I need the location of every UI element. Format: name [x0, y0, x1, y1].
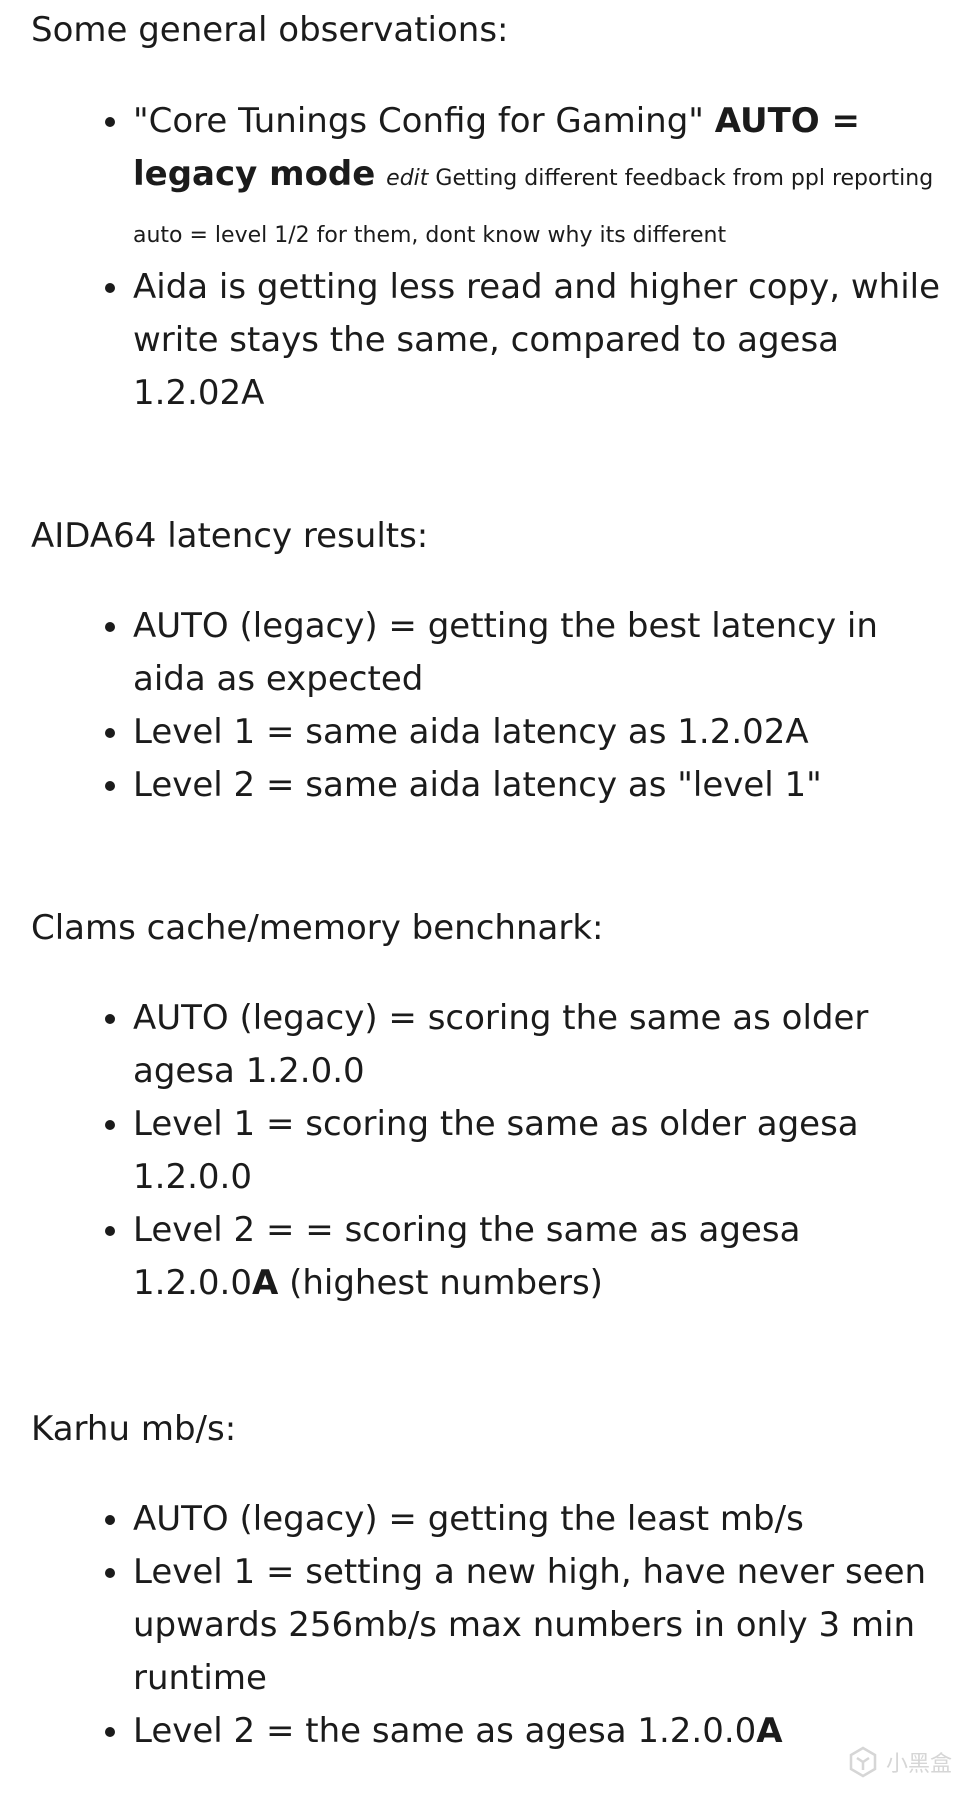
karhu-list: AUTO (legacy) = getting the least mb/s L… [0, 1493, 980, 1758]
section-heading-karhu: Karhu mb/s: [31, 1409, 237, 1449]
list-item: "Core Tunings Config for Gaming" AUTO = … [0, 95, 980, 261]
item-bold-text: A [251, 1263, 279, 1303]
list-item: AUTO (legacy) = getting the least mb/s [0, 1493, 980, 1546]
clams-benchmark-list: AUTO (legacy) = scoring the same as olde… [0, 992, 980, 1310]
item-text: "Core Tunings Config for Gaming" [133, 101, 715, 141]
list-item: AUTO (legacy) = scoring the same as olde… [0, 992, 980, 1098]
item-text: AUTO (legacy) = getting the least mb/s [133, 1499, 804, 1539]
section-heading-clams: Clams cache/memory benchnark: [31, 908, 604, 948]
list-item: Level 1 = scoring the same as older ages… [0, 1098, 980, 1204]
item-text: Aida is getting less read and higher cop… [133, 267, 941, 413]
item-text: Level 1 = setting a new high, have never… [133, 1552, 927, 1698]
item-text: Level 1 = scoring the same as older ages… [133, 1104, 859, 1197]
list-item: Level 2 = the same as agesa 1.2.0.0A [0, 1705, 980, 1758]
item-bold-text: AUTO = [714, 101, 861, 141]
list-item: Level 1 = setting a new high, have never… [0, 1546, 980, 1705]
list-item: Level 2 = same aida latency as "level 1" [0, 759, 980, 812]
item-text: Level 1 = same aida latency as 1.2.02A [133, 712, 809, 752]
list-item: Aida is getting less read and higher cop… [0, 261, 980, 420]
edit-note: Getting different feedback from ppl repo… [428, 166, 934, 191]
section-heading-general: Some general observations: [31, 10, 509, 50]
item-text: AUTO (legacy) = getting the best latency… [133, 606, 878, 699]
item-text: (highest numbers) [278, 1263, 603, 1303]
list-item: AUTO (legacy) = getting the best latency… [0, 600, 980, 706]
item-bold-text: A [756, 1711, 783, 1751]
general-observations-list: "Core Tunings Config for Gaming" AUTO = … [0, 95, 980, 420]
item-text: Level 2 = the same as agesa 1.2.0.0 [133, 1711, 757, 1751]
aida64-latency-list: AUTO (legacy) = getting the best latency… [0, 600, 980, 812]
item-bold-text: legacy mode [133, 154, 376, 194]
edit-note-continued: auto = level 1/2 for them, dont know why… [133, 223, 727, 248]
item-text: Level 2 = = scoring the same as agesa 1.… [133, 1210, 801, 1303]
section-heading-aida64: AIDA64 latency results: [31, 516, 429, 556]
list-item: Level 1 = same aida latency as 1.2.02A [0, 706, 980, 759]
watermark: 小黑盒 [846, 1745, 952, 1779]
list-item: Level 2 = = scoring the same as agesa 1.… [0, 1204, 980, 1310]
heybox-logo-icon [846, 1745, 880, 1779]
item-text: AUTO (legacy) = scoring the same as olde… [133, 998, 869, 1091]
watermark-text: 小黑盒 [885, 1752, 952, 1777]
edit-tag: edit [386, 166, 429, 191]
item-text: Level 2 = same aida latency as "level 1" [133, 765, 822, 805]
